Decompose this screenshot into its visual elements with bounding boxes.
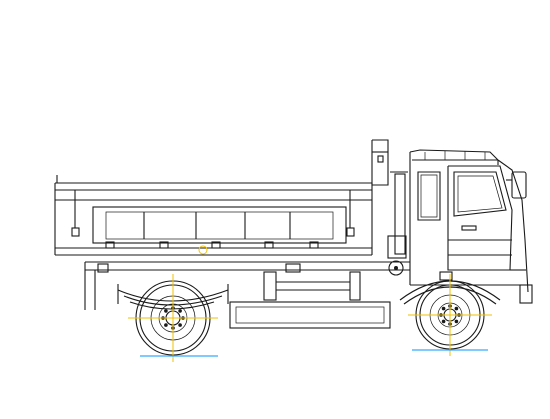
wheel-bolt: [164, 309, 168, 313]
headboard: [371, 139, 389, 186]
exhaust-stack: [394, 173, 406, 255]
rear-light: [97, 263, 109, 273]
wheel-bolt: [178, 309, 182, 313]
dump-body: [54, 139, 389, 256]
side-mirror: [511, 171, 527, 199]
air-filter: [388, 260, 404, 276]
rear-wheel: [128, 274, 218, 362]
cab-roof: [409, 149, 499, 161]
wheel-bolt: [454, 319, 459, 324]
wheel-bolt: [441, 306, 446, 311]
wheel-bolt: [441, 319, 446, 324]
wheel-bolt: [454, 306, 459, 311]
side-panel: [92, 206, 347, 244]
cab-rear-window: [417, 171, 441, 221]
cab: [387, 149, 533, 305]
cab-door: [447, 165, 513, 271]
front-wheel: [408, 274, 492, 356]
wheel-bolt: [178, 323, 182, 327]
fuel-tank: [229, 301, 391, 329]
wheel-bolt: [164, 323, 168, 327]
cab-step: [439, 271, 453, 281]
tipping-pivot: [198, 245, 208, 255]
door-window: [453, 171, 507, 217]
front-bumper: [519, 284, 533, 304]
